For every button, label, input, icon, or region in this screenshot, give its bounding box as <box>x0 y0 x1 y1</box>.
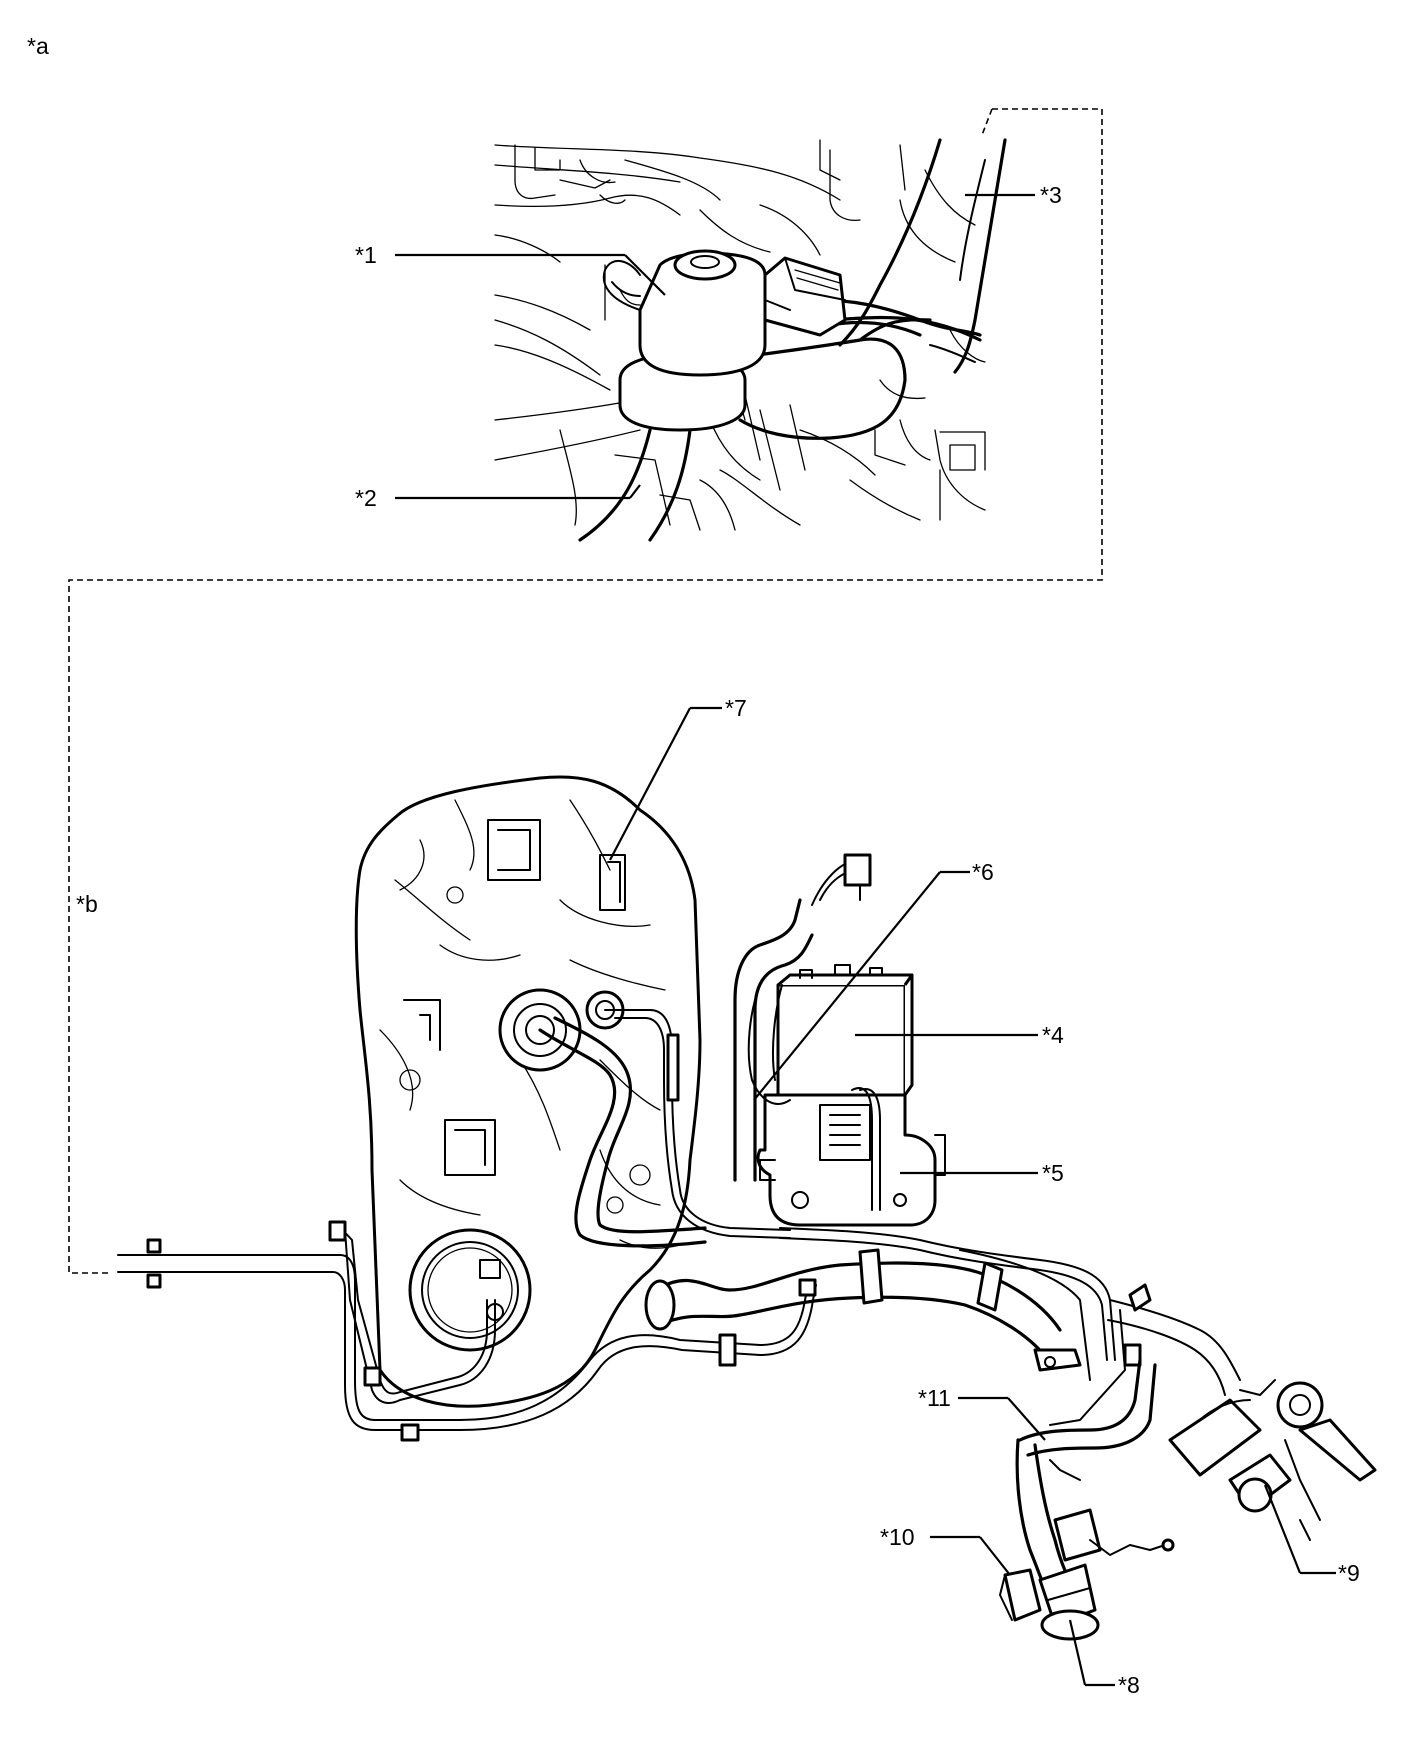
callout-2: *2 <box>355 484 641 511</box>
fuel-outlet-tube <box>538 1016 707 1248</box>
detail-view: *1 *2 *3 <box>355 138 1062 542</box>
svg-text:*8: *8 <box>1118 1672 1140 1698</box>
valve-component <box>602 249 847 432</box>
callout-1: *1 <box>355 242 666 296</box>
valve-assembly-right <box>1168 1379 1377 1541</box>
filler-pipe <box>1015 1358 1175 1602</box>
charcoal-canister <box>776 964 914 1097</box>
left-lines <box>117 1220 817 1442</box>
callout-4: *4 <box>855 1022 1064 1048</box>
fuel-pump-module <box>408 1228 532 1352</box>
canister-bracket <box>756 1093 946 1227</box>
view-label: *a <box>27 33 49 59</box>
callout-9: *9 <box>1263 1484 1360 1586</box>
svg-text:*1: *1 <box>355 242 377 268</box>
callout-10: *10 <box>880 1524 1011 1576</box>
fuel-cap-holder <box>999 1568 1042 1622</box>
callout-6: *6 <box>753 859 994 1101</box>
hose-lower <box>578 428 692 542</box>
callout-7: *7 <box>609 695 747 861</box>
detail-frame <box>68 108 1103 1274</box>
callout-5: *5 <box>900 1160 1064 1186</box>
callout-3: *3 <box>965 182 1062 208</box>
svg-text:*5: *5 <box>1042 1160 1064 1186</box>
svg-text:*10: *10 <box>880 1524 915 1550</box>
callout-8: *8 <box>1068 1619 1140 1698</box>
svg-text:*11: *11 <box>918 1385 951 1411</box>
hose-horizontal <box>733 315 982 440</box>
detail-background <box>494 139 986 531</box>
svg-text:*6: *6 <box>972 859 994 885</box>
svg-text:*9: *9 <box>1338 1560 1360 1586</box>
filler-inlet <box>1038 1563 1100 1641</box>
fuel-tank <box>354 775 702 1408</box>
main-assembly: *4 *5 *6 *7 *8 *9 *10 <box>117 695 1377 1698</box>
svg-text:*7: *7 <box>725 695 747 721</box>
svg-text:*4: *4 <box>1042 1022 1064 1048</box>
svg-text:*3: *3 <box>1040 182 1062 208</box>
canister-hoses <box>733 853 881 1211</box>
filler-neck-hose <box>644 1248 1062 1362</box>
callout-11: *11 <box>918 1385 1046 1441</box>
right-lines <box>779 1227 1241 1426</box>
detail-label: *b <box>76 891 98 917</box>
svg-text:*2: *2 <box>355 485 377 511</box>
vent-line <box>604 1009 791 1239</box>
